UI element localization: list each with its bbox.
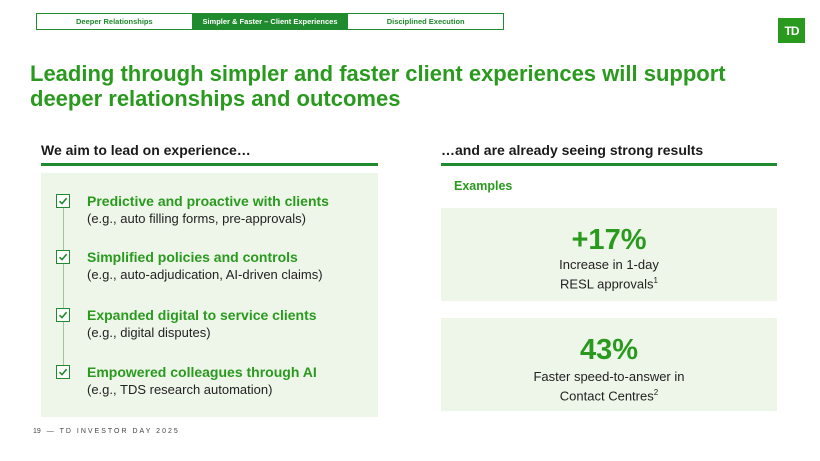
tab-deeper-relationships[interactable]: Deeper Relationships — [37, 14, 193, 29]
item-example: (e.g., digital disputes) — [87, 325, 211, 340]
right-heading: …and are already seeing strong results — [441, 142, 704, 158]
footer-text: — TD INVESTOR DAY 2025 — [46, 428, 180, 435]
footer: 19 — TD INVESTOR DAY 2025 — [33, 428, 180, 435]
stat-card-resl: +17% Increase in 1-day RESL approvals1 — [441, 208, 777, 301]
section-tabs: Deeper Relationships Simpler & Faster – … — [36, 13, 504, 30]
page-title: Leading through simpler and faster clien… — [30, 61, 726, 111]
footnote-marker: 1 — [653, 276, 658, 285]
left-heading: We aim to lead on experience… — [41, 142, 251, 158]
item-title: Simplified policies and controls — [87, 249, 298, 265]
stat-desc-line2: RESL approvals — [560, 276, 654, 292]
item-example: (e.g., TDS research automation) — [87, 382, 273, 397]
item-example: (e.g., auto-adjudication, AI-driven clai… — [87, 267, 323, 282]
right-divider — [441, 163, 777, 166]
examples-label: Examples — [454, 179, 513, 193]
checkbox-icon — [56, 194, 70, 208]
checkbox-icon — [56, 250, 70, 264]
item-example: (e.g., auto filling forms, pre-approvals… — [87, 211, 306, 226]
stat-value: 43% — [579, 334, 639, 366]
tab-disciplined-execution[interactable]: Disciplined Execution — [386, 17, 465, 26]
item-title: Expanded digital to service clients — [87, 307, 317, 323]
page-number: 19 — [33, 428, 41, 435]
tab-simpler-faster[interactable]: Simpler & Faster – Client Experiences — [192, 14, 349, 29]
td-logo: TD — [778, 18, 805, 43]
checklist-connector — [63, 203, 64, 375]
stat-desc-line1: Faster speed-to-answer in — [533, 369, 685, 384]
stat-description: Increase in 1-day RESL approvals1 — [441, 257, 777, 292]
stat-description: Faster speed-to-answer in Contact Centre… — [441, 369, 777, 404]
left-panel — [41, 173, 378, 417]
stat-card-contact-centres: 43% Faster speed-to-answer in Contact Ce… — [441, 318, 777, 411]
stat-desc-line1: Increase in 1-day — [559, 257, 659, 272]
footnote-marker: 2 — [653, 388, 659, 397]
checkbox-icon — [56, 365, 70, 379]
checkbox-icon — [56, 308, 70, 322]
left-divider — [41, 163, 378, 166]
item-title: Empowered colleagues through AI — [87, 364, 317, 380]
stat-desc-line2: Contact Centres — [559, 388, 654, 404]
item-title: Predictive and proactive with clients — [87, 193, 329, 209]
stat-value: +17% — [571, 224, 647, 256]
